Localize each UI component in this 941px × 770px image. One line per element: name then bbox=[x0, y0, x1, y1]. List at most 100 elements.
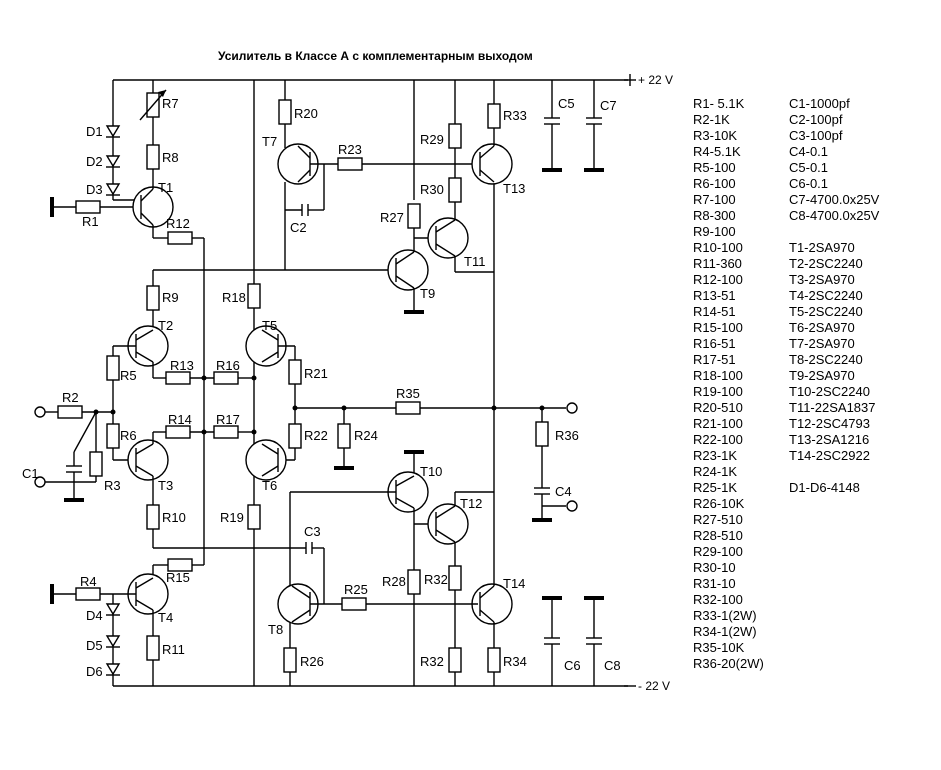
resistor-r28 bbox=[407, 569, 421, 595]
transistor-t9 bbox=[387, 249, 429, 291]
label-r24: R24 bbox=[354, 428, 378, 443]
label-c8: C8 bbox=[604, 658, 621, 673]
label-r18: R18 bbox=[222, 290, 246, 305]
diode-d5 bbox=[105, 635, 121, 648]
list-item: R8-300 bbox=[693, 208, 736, 223]
resistor-r30 bbox=[448, 177, 462, 203]
resistor-r2 bbox=[57, 405, 83, 419]
resistor-r11 bbox=[146, 635, 160, 661]
list-item: R1- 5.1K bbox=[693, 96, 745, 111]
label-r33: R33 bbox=[503, 108, 527, 123]
resistor-r22 bbox=[288, 423, 302, 449]
list-item: R7-100 bbox=[693, 192, 736, 207]
list-item: R31-10 bbox=[693, 576, 736, 591]
label-c5: C5 bbox=[558, 96, 575, 111]
label-r12: R12 bbox=[166, 216, 190, 231]
list-item: C4-0.1 bbox=[789, 144, 829, 159]
list-item: R26-10K bbox=[693, 496, 745, 511]
list-item: R11-360 bbox=[693, 256, 742, 271]
label-r36: R36 bbox=[555, 428, 579, 443]
label-r15: R15 bbox=[166, 570, 190, 585]
list-item: C5-0.1 bbox=[789, 160, 829, 175]
list-item: R22-100 bbox=[693, 432, 743, 447]
list-item: C3-100pf bbox=[789, 128, 843, 143]
list-item: R17-51 bbox=[693, 352, 736, 367]
input-network bbox=[34, 405, 116, 502]
list-item: R4-5.1K bbox=[693, 144, 741, 159]
resistor-r35 bbox=[395, 401, 421, 415]
label-t9: T9 bbox=[420, 286, 435, 301]
list-item: R2-1K bbox=[693, 112, 730, 127]
list-item: R34-1(2W) bbox=[693, 624, 757, 639]
list-item: R14-51 bbox=[693, 304, 736, 319]
resistor-r20 bbox=[278, 99, 292, 125]
list-item: R33-1(2W) bbox=[693, 608, 757, 623]
resistor-r26 bbox=[283, 647, 297, 673]
lower-driver-stage bbox=[277, 450, 513, 686]
resistor-r3 bbox=[89, 451, 103, 477]
resistor-r23 bbox=[337, 157, 363, 171]
label-r28: R28 bbox=[382, 574, 406, 589]
label-t8: T8 bbox=[268, 622, 283, 637]
list-item: C8-4700.0x25V bbox=[789, 208, 880, 223]
label-r30: R30 bbox=[420, 182, 444, 197]
positive-rail-label: + 22 V bbox=[638, 73, 673, 87]
label-r32-upper: R32 bbox=[424, 572, 448, 587]
resistor-r17 bbox=[213, 425, 239, 439]
label-t3: T3 bbox=[158, 478, 173, 493]
list-item: R16-51 bbox=[693, 336, 736, 351]
list-item: R27-510 bbox=[693, 512, 743, 527]
label-r7: R7 bbox=[162, 96, 179, 111]
list-item: R23-1K bbox=[693, 448, 738, 463]
resistor-r13 bbox=[165, 371, 191, 385]
resistor-r25 bbox=[341, 597, 367, 611]
list-item: T1-2SA970 bbox=[789, 240, 855, 255]
resistor-r5 bbox=[106, 355, 120, 381]
transistor-t12 bbox=[427, 503, 469, 545]
diode-d6 bbox=[105, 663, 121, 676]
list-item: R10-100 bbox=[693, 240, 743, 255]
positive-rail bbox=[113, 74, 636, 86]
resistor-r36 bbox=[535, 421, 549, 447]
resistor-r29 bbox=[448, 123, 462, 149]
supply-caps-positive bbox=[542, 80, 604, 172]
lower-input-stage bbox=[50, 558, 204, 686]
label-t12: T12 bbox=[460, 496, 482, 511]
diode-d4 bbox=[105, 603, 121, 616]
list-item: R29-100 bbox=[693, 544, 743, 559]
list-item: R24-1K bbox=[693, 464, 738, 479]
resistor-r32-lower bbox=[448, 647, 462, 673]
list-item: R25-1K bbox=[693, 480, 738, 495]
list-item: R30-10 bbox=[693, 560, 736, 575]
label-r4: R4 bbox=[80, 574, 97, 589]
list-item: C6-0.1 bbox=[789, 176, 829, 191]
upper-input-stage bbox=[50, 80, 204, 245]
semiconductor-capacitor-list: C1-1000pf C2-100pf C3-100pf C4-0.1 C5-0.… bbox=[789, 96, 879, 496]
transistor-t11 bbox=[427, 217, 469, 259]
label-d2: D2 bbox=[86, 154, 103, 169]
input-terminal bbox=[34, 406, 46, 418]
list-item: R3-10K bbox=[693, 128, 738, 143]
list-item: R5-100 bbox=[693, 160, 736, 175]
label-r11: R11 bbox=[162, 642, 185, 657]
label-c1: C1 bbox=[22, 466, 39, 481]
label-r8: R8 bbox=[162, 150, 179, 165]
list-item: T3-2SA970 bbox=[789, 272, 855, 287]
resistor-r1 bbox=[75, 200, 101, 214]
label-c4: C4 bbox=[555, 484, 572, 499]
list-item: T7-2SA970 bbox=[789, 336, 855, 351]
diagram-title: Усилитель в Классе А с комплементарным в… bbox=[218, 49, 533, 63]
list-item: R28-510 bbox=[693, 528, 743, 543]
label-c3: C3 bbox=[304, 524, 321, 539]
resistor-r8 bbox=[146, 144, 160, 170]
list-item: R20-510 bbox=[693, 400, 743, 415]
label-r32-lower: R32 bbox=[420, 654, 444, 669]
list-item: R35-10K bbox=[693, 640, 745, 655]
label-t10: T10 bbox=[420, 464, 442, 479]
list-item: T12-2SC4793 bbox=[789, 416, 870, 431]
label-r34: R34 bbox=[503, 654, 527, 669]
list-item: R21-100 bbox=[693, 416, 743, 431]
label-r16: R16 bbox=[216, 358, 240, 373]
label-t5: T5 bbox=[262, 318, 277, 333]
list-item: T2-2SC2240 bbox=[789, 256, 863, 271]
